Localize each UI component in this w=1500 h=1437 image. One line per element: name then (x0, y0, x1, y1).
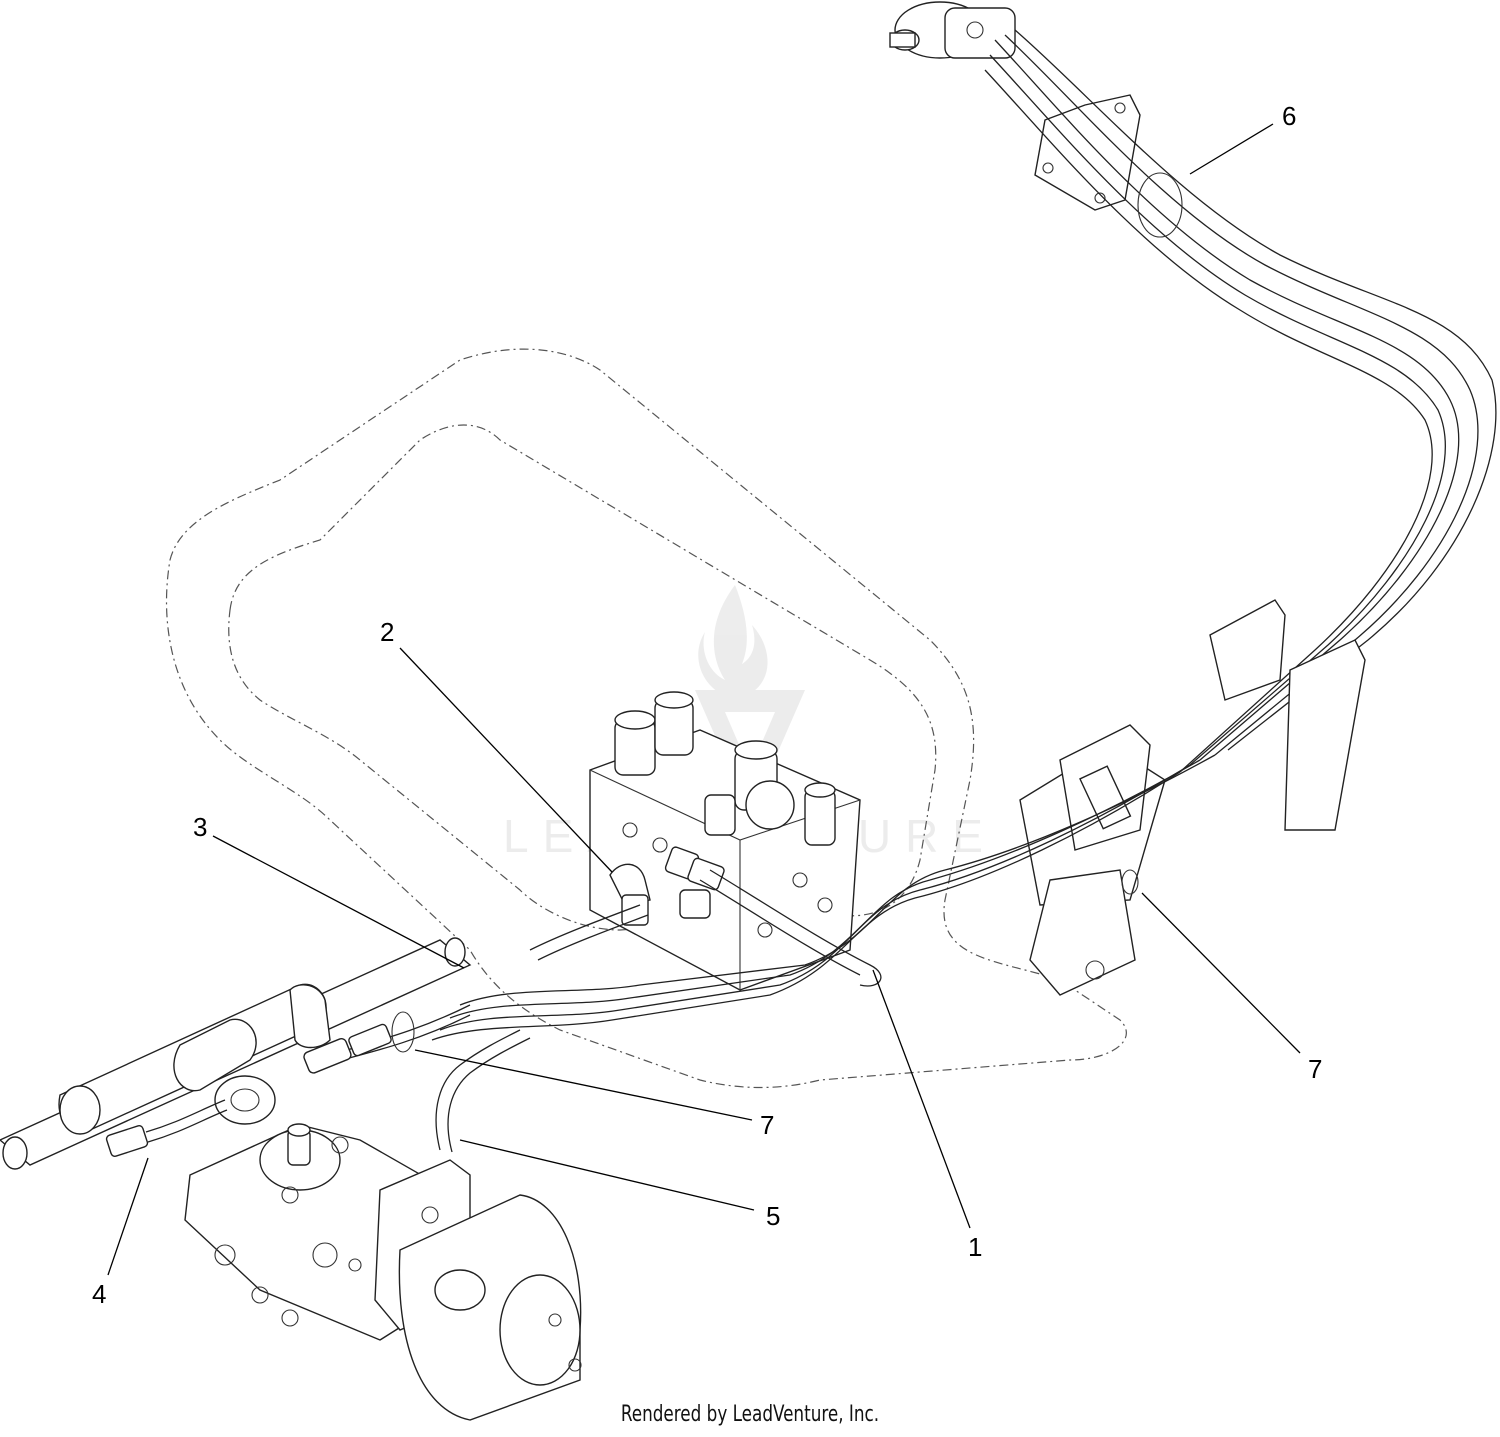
hose-bundle-upper (984, 29, 1497, 773)
leader-1 (872, 969, 971, 1229)
steering-unit (889, 1, 1141, 211)
leader-7b (1141, 892, 1301, 1054)
steering-cylinder (0, 937, 472, 1170)
hose-bracket-right (1019, 599, 1366, 996)
leader-2 (399, 647, 613, 873)
valve-fittings (609, 846, 725, 926)
callout-1: 1 (968, 1232, 982, 1262)
leader-7a (414, 1049, 753, 1121)
callout-4: 4 (92, 1279, 106, 1309)
flame-logo (698, 585, 768, 700)
hose-bundle-lower (431, 754, 1216, 1041)
leader-3 (212, 835, 465, 969)
control-valve-block (589, 691, 861, 991)
hydraulic-pump (184, 1123, 582, 1421)
callout-7-right: 7 (1308, 1054, 1322, 1084)
leader-lines (107, 123, 1301, 1276)
callout-2: 2 (380, 617, 394, 647)
callout-labels: 1 2 3 4 5 6 7 7 (92, 101, 1322, 1309)
callout-5: 5 (766, 1201, 780, 1231)
leader-4 (107, 1157, 149, 1276)
callout-6: 6 (1282, 101, 1296, 131)
left-hose-fittings (105, 1004, 531, 1157)
callout-7-lower: 7 (760, 1110, 774, 1140)
render-credit: Rendered by LeadVenture, Inc. (620, 1402, 880, 1427)
callout-3: 3 (193, 812, 207, 842)
phantom-frame (165, 348, 1127, 1089)
leader-6 (1189, 123, 1274, 175)
leader-5 (459, 1139, 755, 1211)
